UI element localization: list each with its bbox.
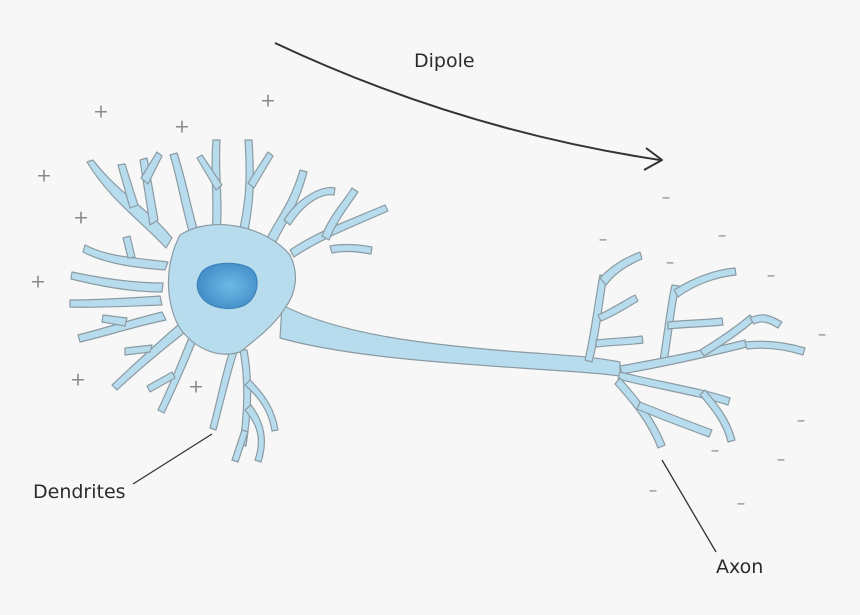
- dipole-label: Dipole: [414, 50, 475, 72]
- negative-charge: –: [736, 493, 746, 514]
- positive-charge: +: [188, 375, 204, 398]
- axon-trunk: [279, 304, 621, 377]
- dipole-arrow: [274, 42, 663, 171]
- negative-charge: –: [776, 449, 786, 470]
- positive-charge: +: [36, 164, 52, 187]
- positive-charge: +: [73, 206, 89, 229]
- dendrites-leader-line: [132, 433, 213, 485]
- negative-charge: –: [796, 410, 806, 431]
- negative-charge: –: [665, 252, 675, 273]
- dendrites-label: Dendrites: [33, 481, 126, 503]
- positive-charge: +: [260, 89, 276, 112]
- axon-leader-line: [661, 459, 717, 553]
- negative-charge: –: [717, 225, 727, 246]
- axon-label: Axon: [716, 556, 764, 578]
- positive-charge: +: [30, 270, 46, 293]
- dendrites: [69, 139, 389, 463]
- negative-charge: –: [766, 265, 776, 286]
- neuron: [69, 139, 806, 463]
- positive-charge: +: [70, 368, 86, 391]
- positive-charge: +: [174, 115, 190, 138]
- negative-charge: –: [817, 324, 827, 345]
- negative-charge: –: [648, 480, 658, 501]
- negative-charge: –: [710, 440, 720, 461]
- axon-terminals: [584, 251, 806, 449]
- negative-charge: –: [598, 229, 608, 250]
- positive-charge: +: [93, 100, 109, 123]
- nucleus: [196, 262, 258, 309]
- negative-charge: –: [661, 187, 671, 208]
